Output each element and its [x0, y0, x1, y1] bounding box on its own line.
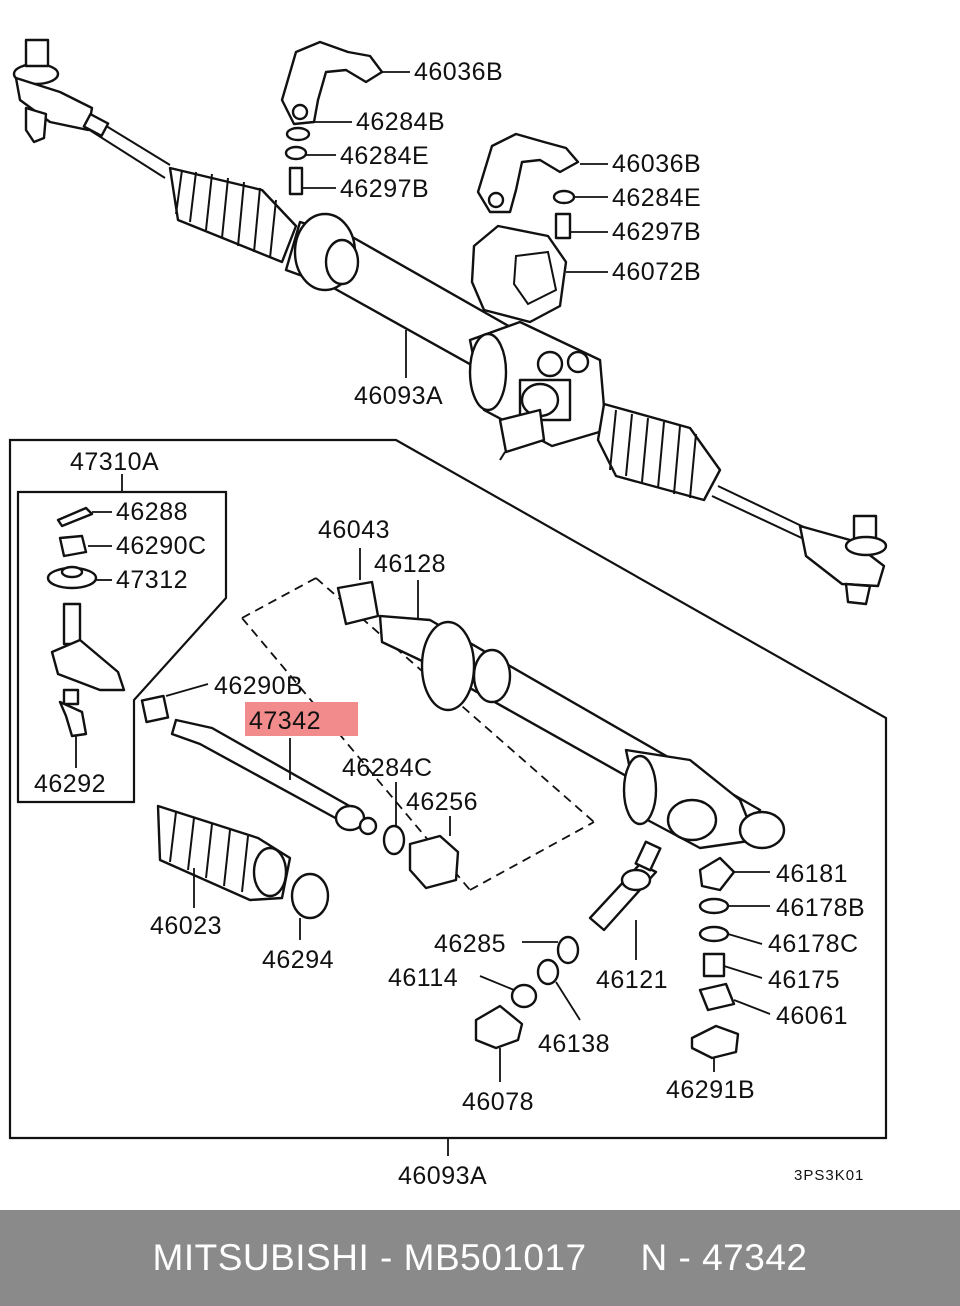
diagram-code: 3PS3K01 [794, 1167, 864, 1184]
label-46036B-upper[interactable]: 46036B [414, 58, 503, 86]
label-46285[interactable]: 46285 [434, 930, 506, 958]
label-46138[interactable]: 46138 [538, 1030, 610, 1058]
ring-46284C [382, 824, 406, 856]
tie-rod-end-set [46, 506, 126, 738]
label-46036B-lower[interactable]: 46036B [612, 150, 701, 178]
label-46093A-top[interactable]: 46093A [354, 382, 443, 410]
nut-46290B [140, 694, 170, 724]
label-46290B[interactable]: 46290B [214, 672, 303, 700]
steering-rack-assembly [12, 38, 888, 606]
label-46078[interactable]: 46078 [462, 1088, 534, 1116]
label-46292[interactable]: 46292 [34, 770, 106, 798]
inner-tie-rod-47342 [170, 718, 378, 836]
label-46128[interactable]: 46128 [374, 550, 446, 578]
rack-boot-right [596, 402, 722, 502]
label-46072B[interactable]: 46072B [612, 258, 701, 286]
boot-46023 [156, 804, 292, 902]
label-47312[interactable]: 47312 [116, 566, 188, 594]
plug-46061 [698, 982, 736, 1012]
rack-housing-46128 [336, 580, 786, 850]
label-46284C[interactable]: 46284C [342, 754, 433, 782]
label-46284B[interactable]: 46284B [356, 108, 445, 136]
label-46291B[interactable]: 46291B [666, 1076, 755, 1104]
label-47342[interactable]: 47342 [249, 707, 321, 735]
part-labels: 46036B 46284B 46284E 46297B 46036B 46284… [34, 58, 865, 1190]
label-46178B[interactable]: 46178B [776, 894, 865, 922]
label-47310A[interactable]: 47310A [70, 448, 159, 476]
label-46256[interactable]: 46256 [406, 788, 478, 816]
label-46290C[interactable]: 46290C [116, 532, 207, 560]
highlight-47342 [245, 702, 358, 736]
label-46178C[interactable]: 46178C [768, 930, 859, 958]
tie-rod-end-frame [16, 490, 228, 804]
cap-46078 [474, 1004, 524, 1050]
assembly-frame [8, 438, 888, 1140]
label-46061[interactable]: 46061 [776, 1002, 848, 1030]
label-46093A-bottom[interactable]: 46093A [398, 1162, 487, 1190]
label-46175[interactable]: 46175 [768, 966, 840, 994]
part-info-footer: MITSUBISHI - MB501017 N - 47342 [0, 1210, 960, 1306]
nut-46291B [690, 1024, 740, 1060]
spring-46175 [702, 952, 726, 978]
rack-boot-left [168, 166, 298, 264]
label-46297B-lower[interactable]: 46297B [612, 218, 701, 246]
pinion-46121 [588, 840, 662, 932]
label-46114[interactable]: 46114 [388, 964, 458, 992]
label-46043[interactable]: 46043 [318, 516, 390, 544]
clamp-46036B-lower [476, 132, 580, 214]
part-number-text: MITSUBISHI - MB501017 N - 47342 [152, 1237, 808, 1278]
label-46284E-upper[interactable]: 46284E [340, 142, 429, 170]
label-46181[interactable]: 46181 [776, 860, 848, 888]
label-46297B-upper[interactable]: 46297B [340, 175, 429, 203]
label-46294[interactable]: 46294 [262, 946, 334, 974]
bushing-46072B [470, 224, 568, 324]
label-46121[interactable]: 46121 [596, 966, 668, 994]
label-46284E-lower[interactable]: 46284E [612, 184, 701, 212]
clip-46294 [290, 872, 330, 920]
cap-46181 [698, 856, 736, 892]
parts-diagram: 46036B 46284B 46284E 46297B 46036B 46284… [8, 38, 888, 1190]
label-46023[interactable]: 46023 [150, 912, 222, 940]
label-46288[interactable]: 46288 [116, 498, 188, 526]
bushing-46256 [408, 834, 460, 890]
leader-lines [75, 71, 771, 1156]
